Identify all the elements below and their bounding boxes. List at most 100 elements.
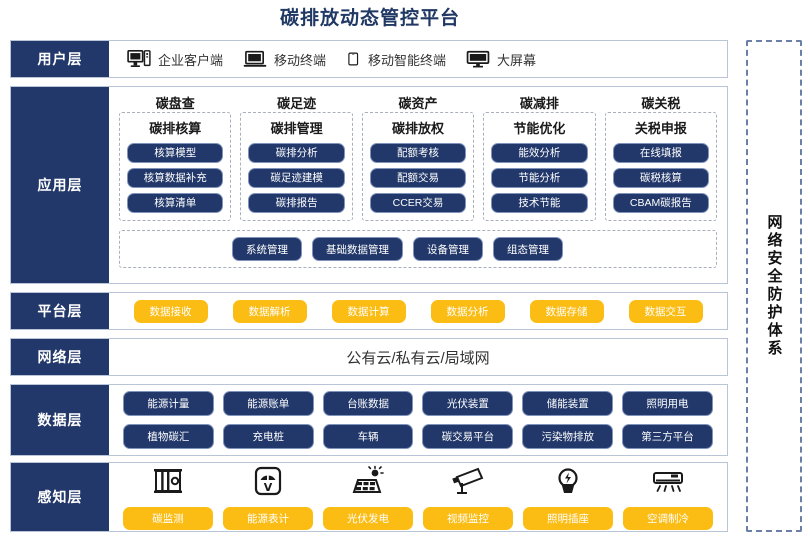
- cctv-camera-icon: [451, 464, 485, 498]
- data-pill-energy-metering[interactable]: 能源计量: [123, 391, 214, 416]
- sense-item-video-surveillance[interactable]: 视频监控: [423, 464, 513, 530]
- sense-item-carbon-monitor[interactable]: 碳监测: [123, 464, 213, 530]
- data-pill-third-party-platform[interactable]: 第三方平台: [622, 424, 713, 449]
- energy-meter-icon: V: [251, 464, 285, 498]
- user-item-label: 移动终端: [274, 52, 327, 68]
- platform-pill-data-receive[interactable]: 数据接收: [133, 299, 208, 323]
- app-group-carbon-asset: 碳资产 碳排放权 配额考核 配额交易 CCER交易: [361, 93, 475, 222]
- app-pill[interactable]: 核算模型: [127, 143, 224, 164]
- group-box: 关税申报 在线填报 碳税核算 CBAM碳报告: [604, 112, 718, 222]
- solar-panel-icon: [351, 464, 385, 498]
- data-pill-lighting-power[interactable]: 照明用电: [622, 391, 713, 416]
- app-group-carbon-reduction: 碳减排 节能优化 能效分析 节能分析 技术节能: [483, 93, 596, 222]
- sense-device-grid: 碳监测 V 能源表计: [109, 464, 727, 530]
- air-conditioner-icon: [651, 464, 685, 498]
- app-pill[interactable]: 碳足迹建模: [248, 168, 345, 189]
- data-pill-ledger-data[interactable]: 台账数据: [322, 391, 414, 416]
- sense-item-lighting-socket[interactable]: 照明插座: [523, 464, 613, 530]
- data-pill-carbon-trading-platform[interactable]: 碳交易平台: [422, 424, 514, 449]
- sense-item-air-conditioning[interactable]: 空调制冷: [623, 464, 713, 530]
- layer-platform: 平台层 数据接收 数据解析 数据计算 数据分析 数据存储 数据交互: [10, 292, 728, 330]
- layer-body-user: 企业客户端 移动终端: [109, 41, 727, 77]
- carbon-monitor-icon: [151, 464, 185, 498]
- data-source-row: 植物碳汇 充电桩 车辆 碳交易平台 污染物排放 第三方平台: [123, 424, 713, 449]
- large-screen-icon: [466, 49, 490, 69]
- data-pill-plant-carbon-sink[interactable]: 植物碳汇: [123, 424, 214, 449]
- mgmt-pill-device[interactable]: 设备管理: [413, 237, 483, 262]
- group-title: 碳足迹: [277, 96, 317, 111]
- platform-pill-data-exchange[interactable]: 数据交互: [628, 299, 703, 323]
- layer-label-application: 应用层: [11, 87, 109, 283]
- app-group-carbon-tariff: 碳关税 关税申报 在线填报 碳税核算 CBAM碳报告: [604, 93, 718, 222]
- sense-item-solar-power[interactable]: 光伏发电: [323, 464, 413, 530]
- layer-network: 网络层 公有云/私有云/局域网: [10, 338, 728, 376]
- data-pill-pollutant-emission[interactable]: 污染物排放: [522, 424, 614, 449]
- platform-capability-list: 数据接收 数据解析 数据计算 数据分析 数据存储 数据交互: [109, 299, 727, 323]
- desktop-pc-icon: [127, 49, 151, 69]
- layer-body-platform: 数据接收 数据解析 数据计算 数据分析 数据存储 数据交互: [109, 293, 727, 329]
- user-item-smart-mobile-terminal[interactable]: 移动智能终端: [346, 49, 446, 69]
- platform-pill-data-storage[interactable]: 数据存储: [529, 299, 604, 323]
- user-item-label: 大屏幕: [497, 52, 537, 68]
- app-pill[interactable]: CBAM碳报告: [612, 193, 710, 214]
- app-pill[interactable]: CCER交易: [369, 193, 467, 214]
- app-pill[interactable]: 配额考核: [369, 143, 467, 164]
- group-subtitle: 节能优化: [513, 121, 566, 136]
- group-title: 碳资产: [398, 96, 438, 111]
- user-item-label: 企业客户端: [158, 52, 224, 68]
- app-group-carbon-footprint: 碳足迹 碳排管理 碳排分析 碳足迹建模 碳排报告: [240, 93, 353, 222]
- sense-item-energy-meter[interactable]: V 能源表计: [223, 464, 313, 530]
- user-item-large-screen[interactable]: 大屏幕: [466, 49, 536, 69]
- data-pill-pv-device[interactable]: 光伏装置: [422, 391, 514, 416]
- layer-application: 应用层 碳盘查 碳排核算 核算模型 核算数据补充 核算清单 碳足迹 碳排管理: [10, 86, 728, 284]
- smartphone-icon: [346, 49, 361, 69]
- data-pill-vehicle[interactable]: 车辆: [322, 424, 414, 449]
- layer-label-data: 数据层: [11, 385, 109, 455]
- platform-pill-data-parse[interactable]: 数据解析: [232, 299, 307, 323]
- app-pill[interactable]: 碳税核算: [612, 168, 710, 189]
- group-subtitle: 碳排放权: [392, 121, 445, 136]
- layer-label-user: 用户层: [11, 41, 109, 77]
- app-pill[interactable]: 碳排报告: [248, 193, 345, 214]
- platform-pill-data-compute[interactable]: 数据计算: [331, 299, 406, 323]
- app-pill[interactable]: 配额交易: [369, 168, 467, 189]
- app-pill[interactable]: 能效分析: [491, 143, 588, 164]
- sense-label[interactable]: 照明插座: [523, 507, 613, 530]
- data-pill-storage-device[interactable]: 储能装置: [522, 391, 614, 416]
- user-terminal-list: 企业客户端 移动终端: [109, 49, 536, 69]
- layer-user: 用户层 企业客户端: [10, 40, 728, 78]
- mgmt-pill-configuration[interactable]: 组态管理: [493, 237, 563, 262]
- mgmt-pill-system[interactable]: 系统管理: [232, 237, 302, 262]
- data-pill-charging-pile[interactable]: 充电桩: [222, 424, 314, 449]
- app-pill[interactable]: 节能分析: [491, 168, 588, 189]
- app-pill[interactable]: 在线填报: [612, 143, 710, 164]
- group-title: 碳减排: [519, 96, 559, 111]
- laptop-icon: [243, 49, 267, 69]
- mgmt-pill-basic-data[interactable]: 基础数据管理: [312, 237, 403, 262]
- group-box: 碳排管理 碳排分析 碳足迹建模 碳排报告: [240, 112, 353, 222]
- group-box: 碳排放权 配额考核 配额交易 CCER交易: [361, 112, 475, 222]
- layer-data: 数据层 能源计量 能源账单 台账数据 光伏装置 储能装置 照明用电 植物碳汇 充…: [10, 384, 728, 456]
- app-pill[interactable]: 碳排分析: [248, 143, 345, 164]
- sense-label[interactable]: 视频监控: [423, 507, 513, 530]
- app-pill[interactable]: 技术节能: [491, 193, 588, 214]
- user-item-enterprise-client[interactable]: 企业客户端: [127, 49, 223, 69]
- sense-label[interactable]: 碳监测: [123, 507, 213, 530]
- app-pill[interactable]: 核算数据补充: [127, 168, 224, 189]
- user-item-label: 移动智能终端: [368, 52, 447, 68]
- sense-label[interactable]: 空调制冷: [623, 507, 713, 530]
- app-pill[interactable]: 核算清单: [127, 193, 224, 214]
- layer-body-network: 公有云/私有云/局域网: [109, 339, 727, 375]
- group-subtitle: 碳排管理: [270, 121, 323, 136]
- platform-pill-data-analysis[interactable]: 数据分析: [430, 299, 505, 323]
- application-group-list: 碳盘查 碳排核算 核算模型 核算数据补充 核算清单 碳足迹 碳排管理 碳排分析 …: [119, 93, 718, 222]
- data-pill-energy-bill[interactable]: 能源账单: [222, 391, 314, 416]
- sense-label[interactable]: 能源表计: [223, 507, 313, 530]
- group-subtitle: 碳排核算: [149, 121, 202, 136]
- network-cloud-text: 公有云/私有云/局域网: [346, 349, 490, 367]
- user-item-mobile-terminal[interactable]: 移动终端: [243, 49, 326, 69]
- sense-label[interactable]: 光伏发电: [323, 507, 413, 530]
- data-source-row: 能源计量 能源账单 台账数据 光伏装置 储能装置 照明用电: [123, 391, 713, 416]
- group-box: 碳排核算 核算模型 核算数据补充 核算清单: [119, 112, 232, 222]
